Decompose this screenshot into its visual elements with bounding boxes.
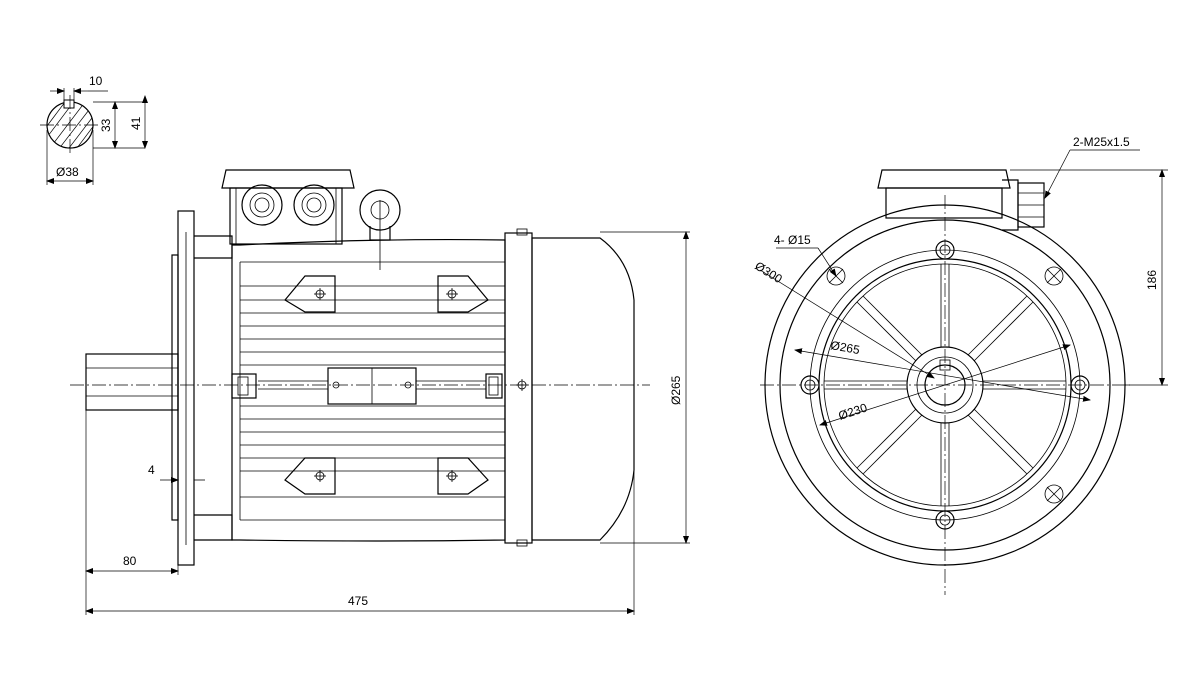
shaft-diameter-label: Ø38 [56,165,79,179]
shaft [85,353,179,411]
pitch-circle-label: Ø265 [829,338,861,357]
key-depth-label: 33 [99,118,113,132]
mounting-pad-top-left [284,275,336,313]
mounting-pad-bottom-right [437,457,489,495]
end-shield [504,232,533,544]
terminal-box [221,169,355,245]
front-view: 2-M25x1.5 4- Ø15 Ø300 Ø265 Ø230 186 [752,135,1168,595]
body-diameter-label: Ø265 [669,375,683,405]
fan-cover [531,237,635,541]
spigot-diameter-label: Ø230 [837,400,870,422]
cable-gland-label: 2-M25x1.5 [1073,135,1130,149]
cable-gland-left [241,184,283,226]
mounting-pad-bottom-left [284,457,336,495]
cooling-fins [239,261,505,521]
side-view: 4 [70,169,690,615]
terminal-box-front [877,169,1045,231]
lifting-eye [359,189,401,270]
shaft-section-detail: 10 33 41 Ø38 [40,74,148,185]
bolt-holes-label: 4- Ø15 [774,233,811,247]
motor-body [231,238,506,542]
shaft-length-label: 80 [123,554,137,568]
spigot-label: 4 [148,463,155,477]
mounting-pad-top-right [437,275,489,313]
overall-length-label: 475 [348,594,368,608]
cable-gland-right [293,184,335,226]
key-width-label: 10 [89,74,103,88]
shaft-height-label: 41 [129,116,143,130]
terminal-height-label: 186 [1145,270,1159,290]
